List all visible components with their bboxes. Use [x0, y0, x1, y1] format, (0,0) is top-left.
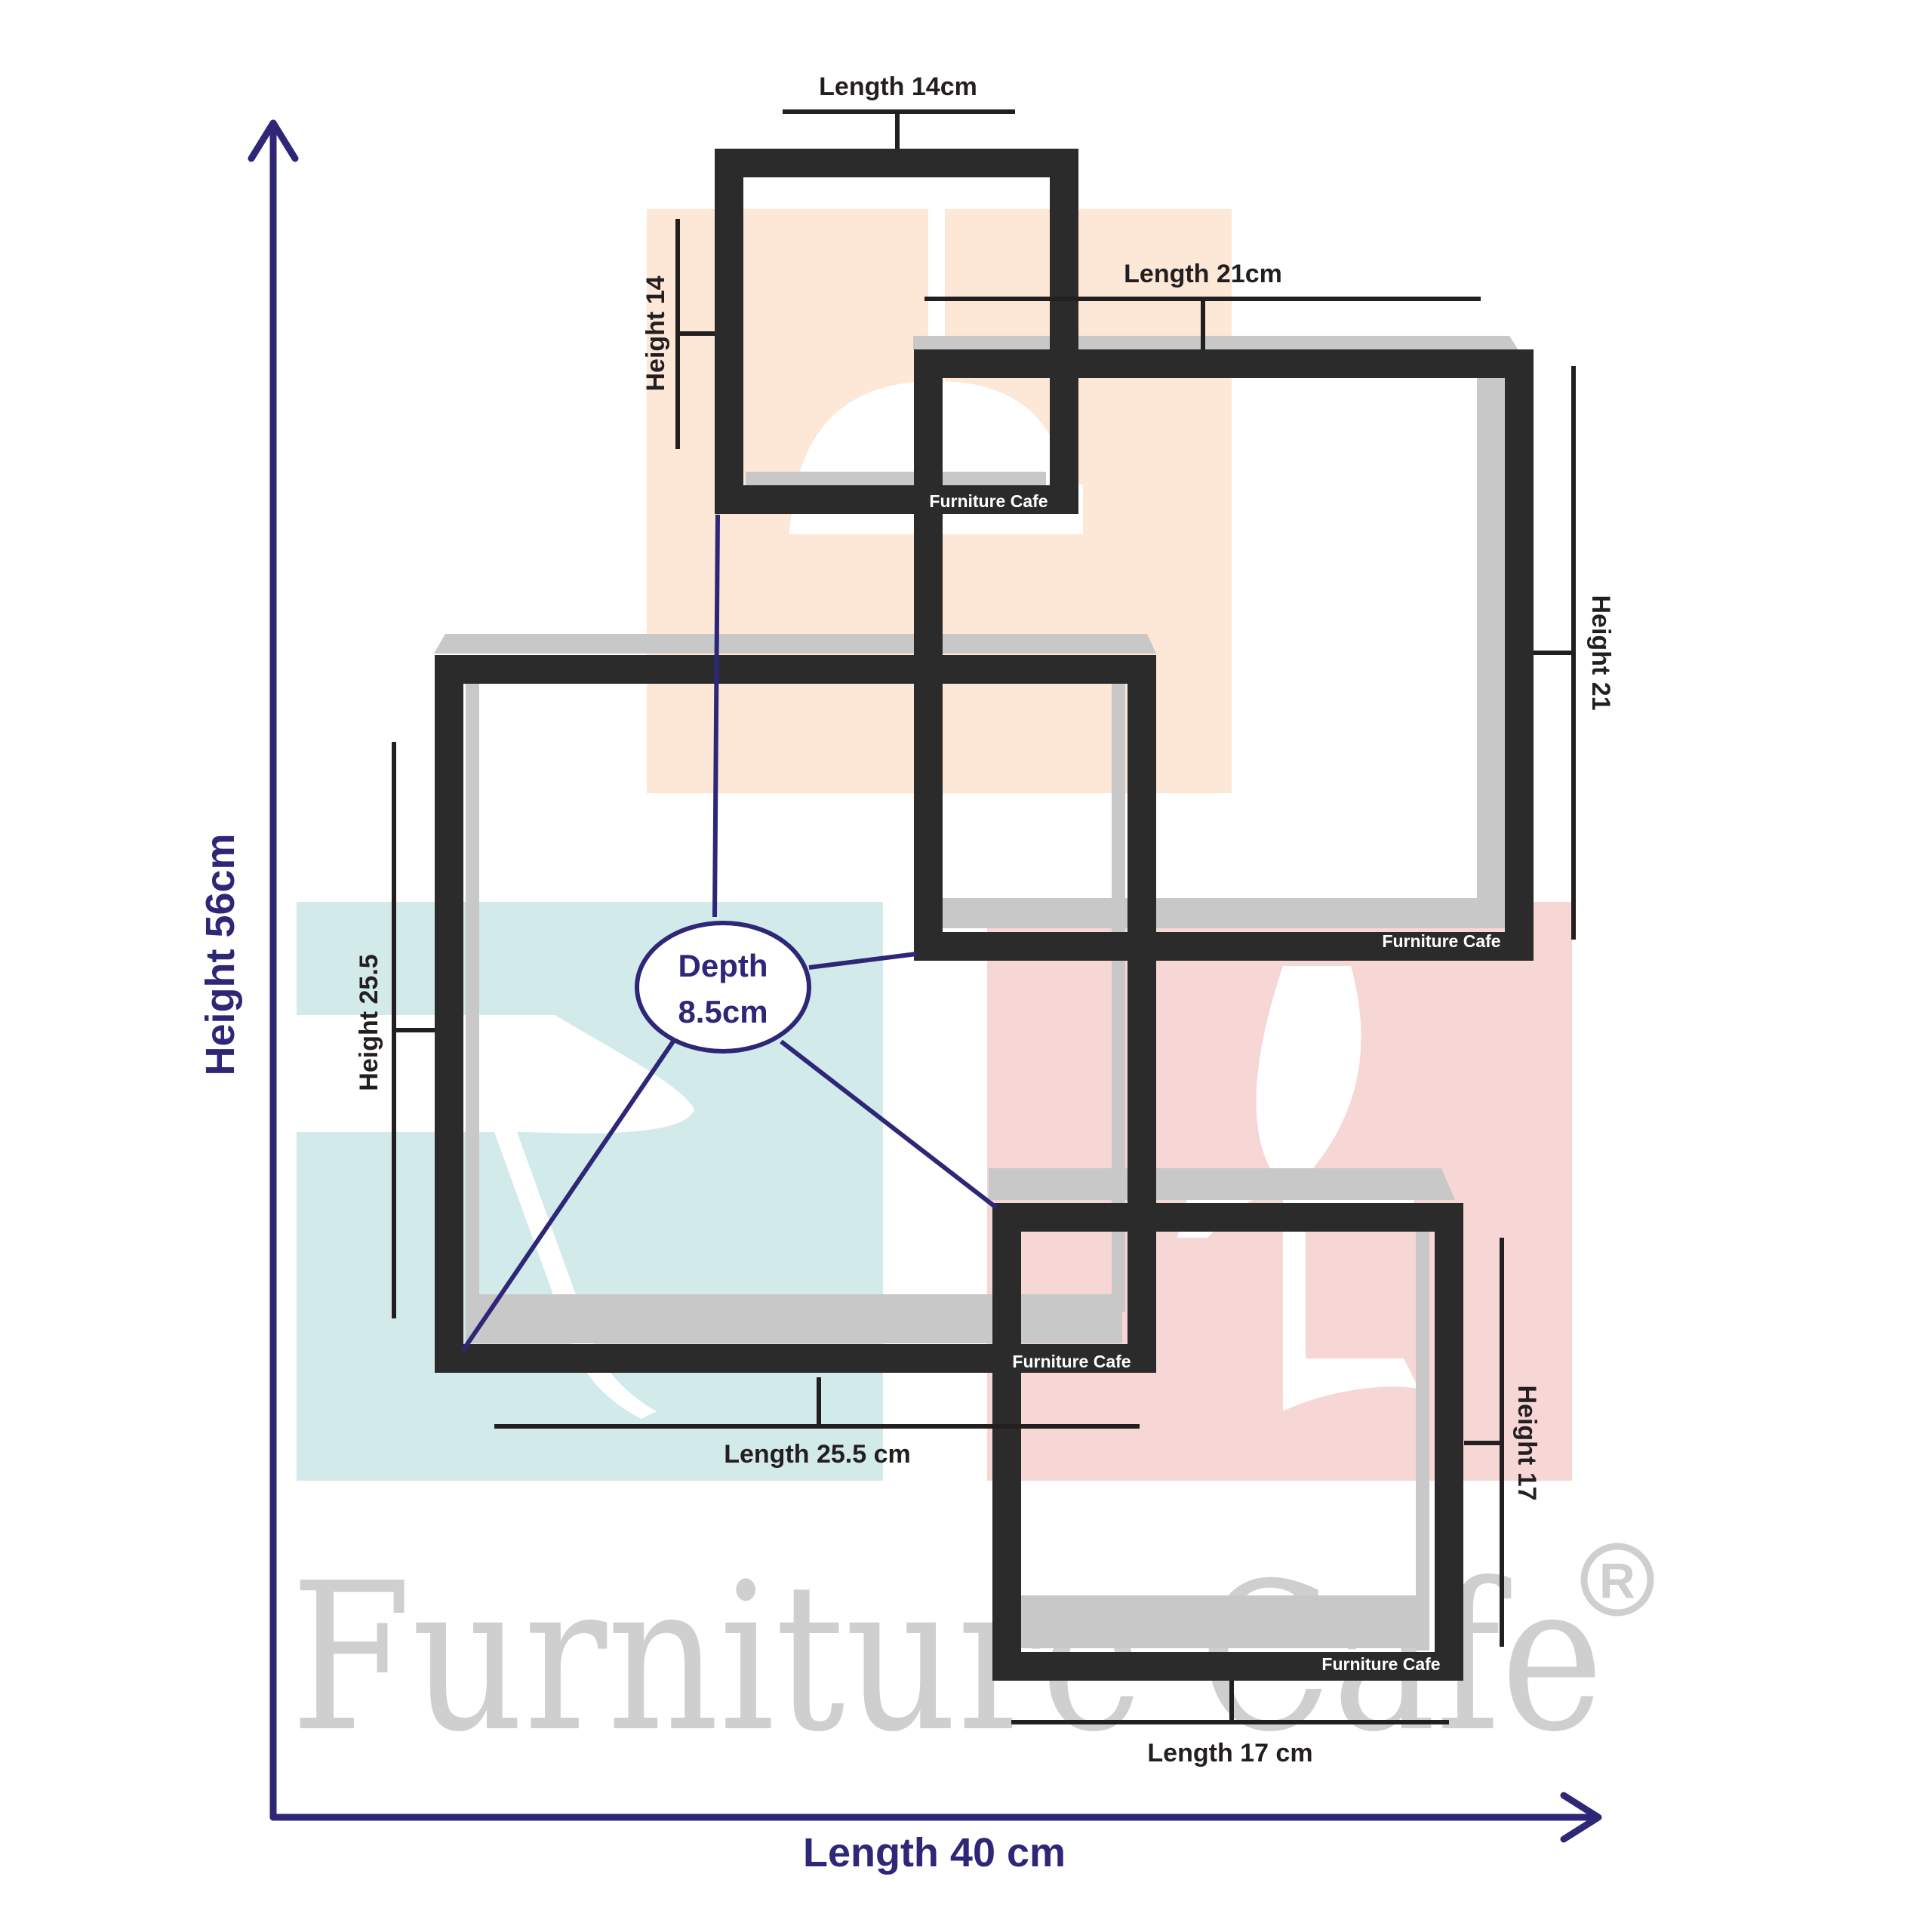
- depth-callout: Depth 8.5cm: [460, 514, 998, 1352]
- brand-label-middle-left: Furniture Cafe: [1012, 1352, 1131, 1371]
- registered-mark-icon: R: [1580, 1543, 1654, 1617]
- shelf-top-small: [715, 149, 1078, 514]
- shadow-middle-left-top: [434, 634, 1156, 654]
- shelf-brand-labels: Furniture Cafe Furniture Cafe Furniture …: [929, 491, 1500, 1674]
- length-axis-arrowhead-icon: [1560, 1792, 1602, 1843]
- overall-length-label: Length 40 cm: [803, 1830, 1066, 1875]
- shelf-bottom-right: [992, 1203, 1463, 1681]
- shadow-middle-left-bottom: [466, 1294, 1122, 1343]
- shelf-frames: [435, 149, 1534, 1681]
- depth-label-line1: Depth: [678, 948, 768, 983]
- depth-leader-to-middle-left: [460, 1040, 675, 1352]
- label-bottom-right-height: Height 17: [1512, 1385, 1541, 1500]
- overall-height-label: Height 56cm: [198, 833, 243, 1075]
- shelf-middle-left: [435, 655, 1156, 1373]
- label-upper-right-length: Length 21cm: [1124, 260, 1282, 288]
- label-bottom-right-length: Length 17 cm: [1147, 1739, 1312, 1767]
- depth-bubble: [635, 921, 811, 1054]
- shadow-upper-right-side: [1477, 377, 1505, 928]
- brand-label-top-small: Furniture Cafe: [929, 491, 1048, 511]
- stool-leg-mint: [494, 1132, 657, 1419]
- overall-axes: [248, 119, 1602, 1843]
- shadow-bottom-right-top: [989, 1168, 1455, 1200]
- shadow-middle-left-side-right: [1112, 684, 1125, 1312]
- dimension-lines: [392, 109, 1576, 1724]
- depth-leader-lines: [460, 514, 998, 1352]
- shadow-bottom-right-side: [1416, 1232, 1429, 1651]
- depth-label-line2: 8.5cm: [678, 994, 768, 1029]
- label-top-small-height: Height 14: [641, 275, 670, 391]
- height-axis-arrowhead-icon: [248, 119, 299, 162]
- shadow-middle-left-side-left: [466, 684, 479, 1312]
- label-middle-left-height: Height 25.5: [355, 954, 383, 1091]
- label-upper-right-height: Height 21: [1586, 595, 1615, 710]
- depth-leader-to-upper-right: [808, 952, 917, 970]
- label-top-small-length: Length 14cm: [819, 72, 977, 101]
- brand-label-bottom-right: Furniture Cafe: [1321, 1654, 1440, 1674]
- depth-leader-to-bottom-right: [780, 1039, 998, 1210]
- shadow-upper-right-top: [913, 336, 1518, 350]
- shadow-upper-right-bottom: [940, 898, 1502, 928]
- depth-leader-to-top-shelf: [712, 514, 720, 918]
- shadow-bottom-right-bottom: [1021, 1595, 1427, 1648]
- brand-label-upper-right: Furniture Cafe: [1382, 931, 1500, 951]
- label-middle-left-length: Length 25.5 cm: [724, 1440, 911, 1469]
- dimension-labels: Length 14cm Height 14 Length 21cm Height…: [355, 72, 1615, 1767]
- registered-mark-text: R: [1599, 1552, 1635, 1608]
